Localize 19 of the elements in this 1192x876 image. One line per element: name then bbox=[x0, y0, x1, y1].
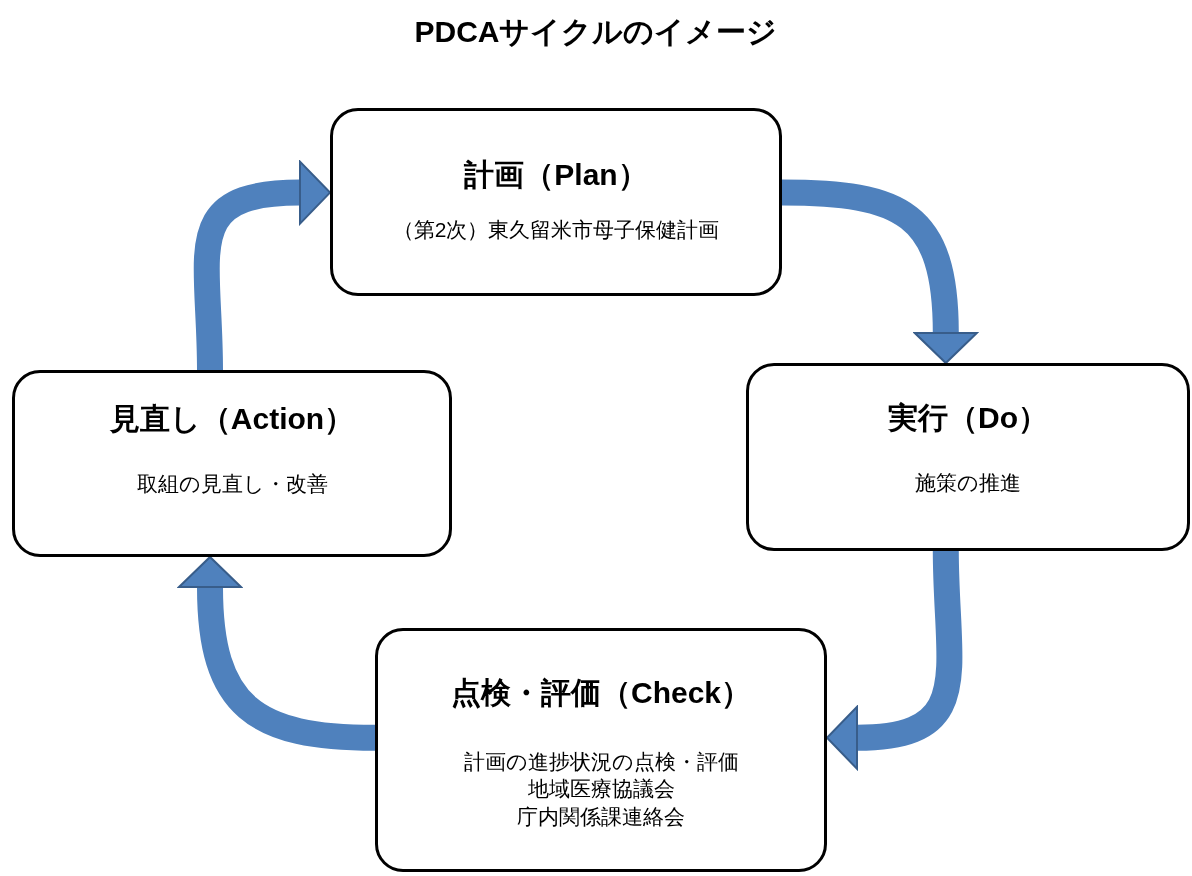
process-box bbox=[330, 108, 782, 296]
box-text: （第2次）東久留米市母子保健計画 bbox=[392, 217, 720, 243]
process-box bbox=[746, 363, 1190, 551]
box-heading: 実行（Do） bbox=[888, 400, 1048, 436]
box-text: 計画の進捗状況の点検・評価 bbox=[463, 749, 739, 775]
box-text: 施策の推進 bbox=[915, 470, 1021, 496]
box-text: 地域医療協議会 bbox=[527, 776, 675, 803]
curved-arrow bbox=[193, 160, 331, 371]
process-box bbox=[12, 370, 452, 557]
box-heading: 点検・評価（Check） bbox=[450, 675, 751, 711]
curved-arrow bbox=[826, 550, 963, 770]
box-heading: 見直し（Action） bbox=[109, 401, 355, 437]
process-box bbox=[375, 628, 827, 872]
box-text: 取組の見直し・改善 bbox=[136, 471, 328, 497]
curved-arrow bbox=[178, 556, 376, 751]
curved-arrow bbox=[781, 179, 978, 364]
title: PDCAサイクルのイメージ bbox=[414, 15, 778, 48]
box-text: 庁内関係課連絡会 bbox=[517, 803, 685, 830]
box-heading: 計画（Plan） bbox=[464, 157, 648, 193]
